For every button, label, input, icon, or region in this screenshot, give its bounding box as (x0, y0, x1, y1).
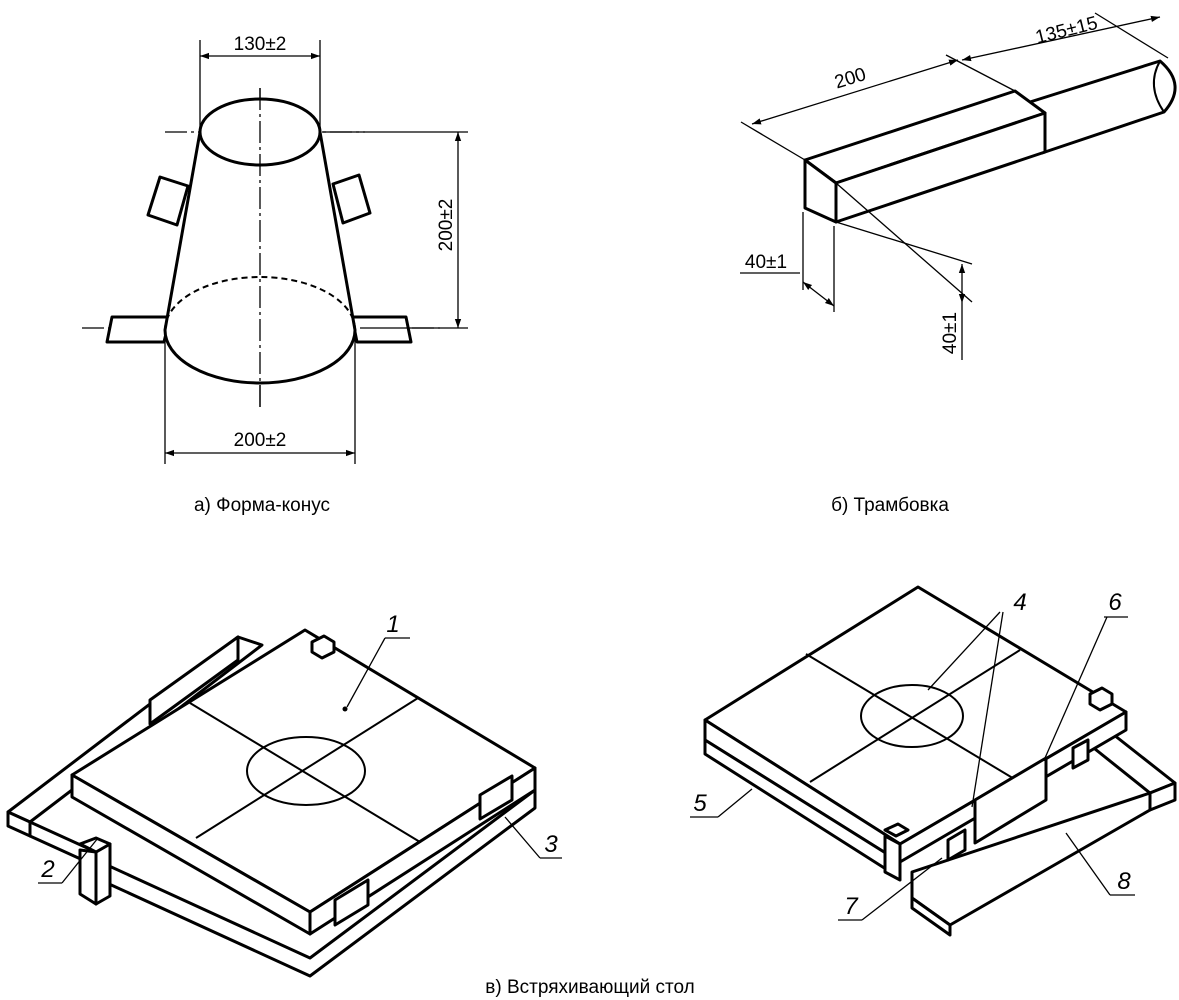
table-plate-line (189, 702, 421, 843)
table-right-figure: 4 5 6 7 8 (690, 585, 1177, 937)
leader-line (504, 816, 541, 859)
table-corner-post-cap (883, 822, 910, 838)
cone-foot-left (105, 315, 172, 344)
table-label: 1 (386, 611, 399, 638)
table-label: 7 (844, 893, 859, 920)
leader-line (1044, 616, 1108, 759)
dim-tamper-handle: 135±15 (1033, 13, 1099, 49)
table-label: 5 (693, 790, 707, 817)
dim-ext-line (740, 121, 806, 161)
cone-figure: 130±2 200±2 200±2 (82, 34, 468, 464)
dim-cone-height: 200±2 (436, 199, 457, 252)
table-left-figure: 1 2 3 (6, 611, 562, 978)
table-stop-block (1088, 686, 1114, 712)
table-label: 6 (1108, 589, 1122, 616)
dim-tamper-height: 40±1 (940, 312, 961, 354)
leader-line (927, 611, 1001, 691)
leader-line (717, 788, 753, 818)
table-corner-post (78, 848, 98, 906)
dim-top-diameter: 130±2 (234, 34, 287, 55)
cone-bottom-hidden-edge (164, 276, 356, 331)
table-side-block (333, 878, 370, 927)
leader-line (861, 857, 943, 921)
dim-line-width (802, 281, 835, 307)
table-corner-post (94, 842, 112, 906)
table-corner-post-cap (78, 836, 112, 854)
table-frame-back-block (148, 635, 240, 726)
leader-line (1065, 832, 1111, 896)
table-corner-post (883, 834, 902, 882)
leader-line (971, 611, 1004, 808)
caption-tamper: б) Трамбовка (831, 495, 949, 516)
dim-ext-line (835, 182, 973, 303)
table-side-block (478, 774, 514, 821)
tamper-handle-end (1153, 60, 1165, 113)
dim-ext-line (1094, 12, 1169, 59)
caption-cone: а) Форма-конус (194, 495, 330, 516)
table-label: 3 (544, 831, 558, 858)
table-plate-line (809, 649, 1021, 783)
table-stop-block (310, 634, 336, 660)
table-side-block (1071, 738, 1090, 770)
dim-line-handle (961, 15, 1161, 62)
table-side-block (946, 828, 967, 862)
leader-line (346, 637, 386, 708)
table-side-plate (973, 756, 1048, 845)
caption-table: в) Встряхивающий стол (485, 977, 694, 998)
dim-bottom-diameter: 200±2 (234, 430, 287, 451)
dim-line-length (751, 59, 959, 125)
table-plate-line (195, 697, 419, 839)
tamper-figure: 200 135±15 40±1 40±1 (740, 12, 1177, 360)
table-plate-circle (860, 684, 964, 748)
table-plate-point (342, 706, 348, 712)
table-label: 8 (1117, 868, 1131, 895)
tamper-handle (1028, 59, 1177, 155)
cone-foot-right (350, 315, 413, 344)
cone-handle-right (331, 173, 372, 225)
dim-tamper-width: 40±1 (745, 252, 787, 273)
table-label: 2 (40, 856, 54, 883)
table-plate-circle (246, 736, 366, 806)
table-frame-front-rail (910, 791, 1152, 927)
table-plate-line (805, 653, 1017, 781)
table-label: 4 (1013, 589, 1026, 616)
cone-handle-left (146, 175, 190, 227)
table-frame-corner (910, 896, 952, 937)
leader-line (61, 837, 99, 884)
